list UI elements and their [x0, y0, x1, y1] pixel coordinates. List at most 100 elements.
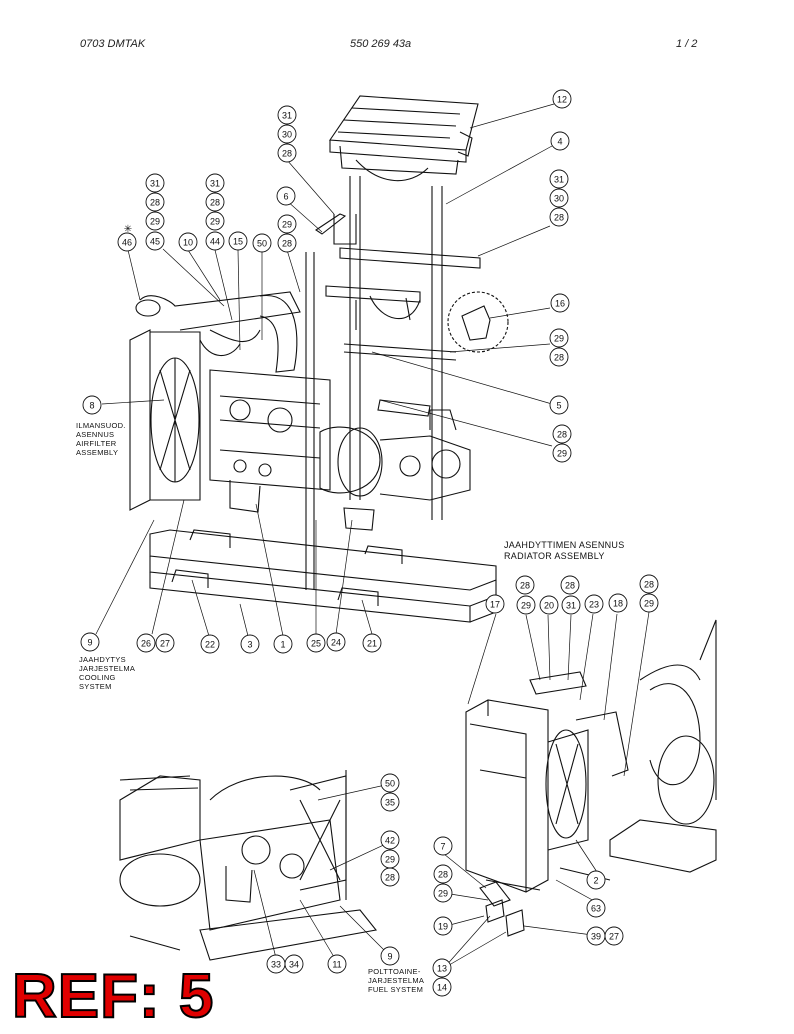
callout-circle	[516, 595, 536, 615]
callout-12: 12	[552, 89, 572, 109]
label-line: JAAHDYTTIMEN ASENNUS	[504, 540, 625, 550]
callout-circle	[178, 232, 198, 252]
callout-22: 22	[200, 634, 220, 654]
callout-50: 50	[252, 233, 272, 253]
callout-31: 31	[277, 105, 297, 125]
callout-28: 28	[515, 575, 535, 595]
callout-circle	[380, 867, 400, 887]
top-unit	[329, 95, 479, 182]
callout-29: 29	[145, 211, 165, 231]
label-line: RADIATOR ASSEMBLY	[504, 551, 605, 561]
callout-number: 20	[544, 601, 554, 611]
label-cooling: JAAHDYTYS JARJESTELMA COOLING SYSTEM	[79, 655, 135, 691]
label-line: ASENNUS	[76, 430, 114, 439]
callout-21: 21	[362, 633, 382, 653]
callout-number: 16	[555, 299, 565, 309]
callout-number: 27	[160, 639, 170, 649]
doc-code: 0703 DMTAK	[80, 38, 146, 50]
callout-number: 28	[554, 353, 564, 363]
callout-number: 50	[385, 779, 395, 789]
callout-circle	[584, 594, 604, 614]
callout-29: 29	[277, 214, 297, 234]
callout-20: 20	[539, 595, 559, 615]
label-line: POLTTOAINE-	[368, 967, 421, 976]
callout-circle	[433, 916, 453, 936]
callout-circle	[145, 192, 165, 212]
callout-29: 29	[380, 849, 400, 869]
callout-circle	[560, 575, 580, 595]
callout-number: 7	[440, 842, 445, 852]
callout-circle	[639, 574, 659, 594]
callout-circle	[117, 232, 137, 252]
callout-27: 27	[155, 633, 175, 653]
callout-circle	[433, 836, 453, 856]
label-line: FUEL SYSTEM	[368, 985, 423, 994]
callout-number: 12	[557, 95, 567, 105]
callout-circle	[205, 231, 225, 251]
callout-number: 29	[644, 599, 654, 609]
label-line: AIRFILTER	[76, 439, 117, 448]
callout-35: 35	[380, 792, 400, 812]
callout-circle	[608, 593, 628, 613]
callout-29: 29	[552, 443, 572, 463]
callout-27: 27	[604, 926, 624, 946]
callout-number: 6	[283, 192, 288, 202]
callout-28: 28	[639, 574, 659, 594]
callout-circle	[205, 211, 225, 231]
callout-24: 24	[326, 632, 346, 652]
callout-number: 39	[591, 932, 601, 942]
callout-circle	[549, 207, 569, 227]
callout-number: 31	[210, 179, 220, 189]
callout-number: 28	[282, 149, 292, 159]
callout-circle	[327, 954, 347, 974]
callout-number: 28	[385, 873, 395, 883]
callout-number: 23	[589, 600, 599, 610]
asterisk-mark: ✳	[124, 224, 132, 235]
callout-circle	[515, 575, 535, 595]
callout-number: 34	[289, 960, 299, 970]
callout-circle	[277, 105, 297, 125]
line-art	[95, 95, 717, 969]
callout-circle	[485, 594, 505, 614]
callout-circle	[145, 173, 165, 193]
callout-number: 9	[387, 952, 392, 962]
callout-circle	[552, 89, 572, 109]
callout-number: 13	[437, 964, 447, 974]
callout-circle	[155, 633, 175, 653]
callout-circle	[205, 173, 225, 193]
callout-circle	[82, 395, 102, 415]
callout-15: 15	[228, 231, 248, 251]
callout-34: 34	[284, 954, 304, 974]
callout-26: 26	[136, 633, 156, 653]
callout-number: 28	[150, 198, 160, 208]
callout-number: 19	[438, 922, 448, 932]
callout-number: 29	[438, 889, 448, 899]
callout-28: 28	[560, 575, 580, 595]
callout-circle	[380, 792, 400, 812]
callout-number: 15	[233, 237, 243, 247]
callout-circle	[539, 595, 559, 615]
callout-circle	[276, 186, 296, 206]
callout-30: 30	[549, 188, 569, 208]
callout-31: 31	[205, 173, 225, 193]
callout-number: 27	[609, 932, 619, 942]
callout-28: 28	[277, 143, 297, 163]
callout-number: 25	[311, 639, 321, 649]
callout-circle	[277, 124, 297, 144]
callout-number: 63	[591, 904, 601, 914]
label-line: ILMANSUOD.	[76, 421, 126, 430]
ref-label: REF: 5	[11, 962, 215, 1031]
callout-8: 8	[82, 395, 102, 415]
callout-3: 3	[240, 634, 260, 654]
callout-6: 6	[276, 186, 296, 206]
leader-lines	[95, 103, 650, 969]
callout-11: 11	[327, 954, 347, 974]
callout-circle	[273, 634, 293, 654]
callout-31: 31	[549, 169, 569, 189]
drawing-number: 550 269 43a	[350, 38, 412, 50]
engine-body	[129, 291, 471, 531]
callout-number: 30	[554, 194, 564, 204]
callout-number: 46	[122, 238, 132, 248]
base-skid	[149, 529, 497, 623]
callout-number: 4	[557, 137, 562, 147]
